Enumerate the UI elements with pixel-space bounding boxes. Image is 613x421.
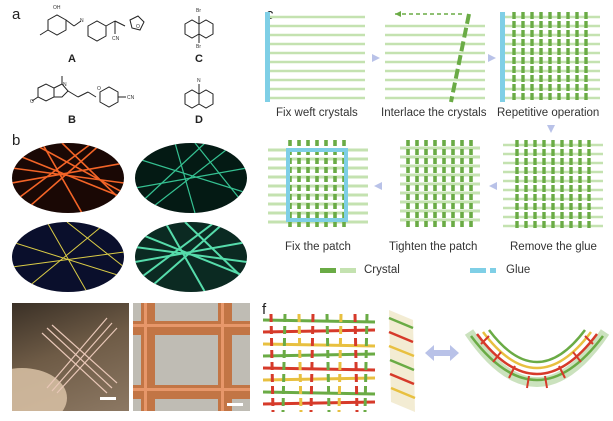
atom-a-oh: OH	[53, 5, 61, 11]
legend-crystal-swatch	[320, 268, 356, 273]
molecule-a-label: A	[68, 53, 76, 65]
arrow-3	[547, 125, 555, 133]
atom-b-o-methoxy: O	[30, 99, 34, 105]
arrow-1	[372, 54, 380, 62]
step-label-3: Repetitive operation	[497, 107, 600, 119]
panel-label-b: b	[12, 132, 21, 149]
atom-a-n: N	[80, 18, 84, 24]
molecule-b-label: B	[68, 114, 76, 126]
stage-remove-glue	[503, 140, 603, 230]
arrow-2	[488, 54, 496, 62]
atom-c-br-top: Br	[196, 8, 201, 14]
fluorescence-photo-green-bright	[135, 222, 247, 292]
fluorescence-photo-green-dark	[135, 143, 247, 213]
legend-glue-label: Glue	[506, 264, 531, 276]
double-arrow-icon	[425, 345, 459, 361]
fluorescence-photo-yellow	[12, 222, 124, 292]
molecule-c-label: C	[195, 53, 203, 65]
render-side-woven-patch	[388, 310, 416, 412]
molecule-d-label: D	[195, 114, 203, 126]
fluorescence-photo-orange	[12, 143, 124, 213]
molecule-d-structure	[184, 84, 214, 109]
stage-interlace-crystals	[385, 11, 485, 103]
molecule-a-structure	[39, 14, 145, 42]
atom-d-n: N	[197, 78, 201, 84]
render-curved-woven-patch	[464, 329, 610, 389]
step-label-6: Fix the patch	[285, 241, 351, 253]
photo-crossed-crystals	[12, 303, 129, 411]
arrow-4	[489, 182, 497, 190]
atom-a-o: O	[136, 24, 140, 30]
atom-c-br-bottom: Br	[196, 44, 201, 50]
stage-fix-weft-crystals	[265, 12, 365, 102]
legend-crystal-label: Crystal	[364, 264, 400, 276]
render-flat-woven-patch	[262, 313, 376, 413]
molecule-c-structure	[184, 16, 214, 43]
atom-b-o-ketone: O	[97, 86, 101, 92]
panel-label-f: f	[262, 301, 267, 318]
step-label-5: Tighten the patch	[389, 241, 478, 253]
atom-a-cn: CN	[112, 36, 120, 42]
step-label-2: Interlace the crystals	[381, 107, 487, 119]
legend-glue-swatch	[470, 268, 496, 273]
step-label-4: Remove the glue	[510, 241, 597, 253]
molecule-b-structure	[31, 76, 126, 108]
step-label-1: Fix weft crystals	[276, 107, 358, 119]
arrow-5	[374, 182, 382, 190]
stage-repetitive-operation	[500, 12, 600, 102]
panel-label-a: a	[12, 6, 21, 23]
atom-b-n: N	[63, 82, 67, 88]
photo-magnified-weave	[133, 303, 250, 411]
stage-tighten-patch	[400, 140, 480, 230]
stage-fix-patch	[268, 140, 368, 230]
atom-b-cn: CN	[127, 95, 135, 101]
